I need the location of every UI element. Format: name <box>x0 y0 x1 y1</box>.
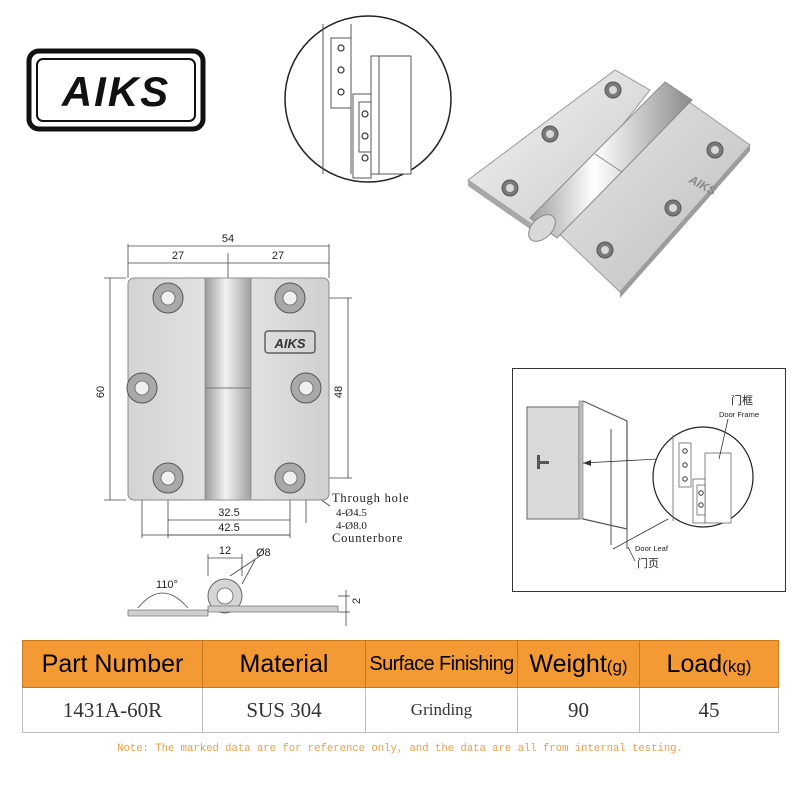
cell-weight: 90 <box>517 687 640 733</box>
header-load-unit: (kg) <box>722 656 752 676</box>
cell-surface-finishing: Grinding <box>365 687 518 733</box>
footer-note: Note: The marked data are for reference … <box>117 743 683 755</box>
label-door-leaf-cn: 门页 <box>637 556 659 570</box>
side-view-drawing: 110° 12 Ø8 2 <box>110 545 370 636</box>
dim-hole-span-1: 32.5 <box>218 507 239 519</box>
header-load-label: Load <box>666 649 723 678</box>
front-view-drawing: AIKS 54 27 27 60 48 32.5 42.5 Through ho… <box>90 228 440 558</box>
detail-circle-top <box>283 14 453 184</box>
table-row: 1431A-60R SUS 304 Grinding 90 45 <box>22 687 779 733</box>
header-weight-unit: (g) <box>606 656 628 676</box>
header-weight-label: Weight <box>529 649 607 678</box>
hole-note-line3: 4-Ø8.0 <box>336 520 367 532</box>
dim-half-right: 27 <box>272 250 284 262</box>
hinge-product-render: AIKS <box>460 60 760 300</box>
brand-logo: AIKS <box>26 48 206 132</box>
label-door-frame-cn: 门框 <box>731 393 753 407</box>
side-pin-diameter: Ø8 <box>256 547 271 559</box>
dim-hole-spacing: 48 <box>333 386 345 398</box>
spec-table: Part Number Material Surface Finishing W… <box>22 640 779 733</box>
logo-text: AIKS <box>61 68 170 115</box>
label-door-leaf-en: Door Leaf <box>635 544 669 553</box>
hole-note-line1: Through hole <box>332 491 409 505</box>
hole-note-line2: 4-Ø4.5 <box>336 507 367 519</box>
label-door-frame-en: Door Frame <box>719 410 759 419</box>
hole-note-line4: Counterbore <box>332 531 403 545</box>
dim-overall-width: 54 <box>222 233 234 245</box>
dim-half-left: 27 <box>172 250 184 262</box>
plate-logo-text: AIKS <box>273 336 305 351</box>
dim-height: 60 <box>95 386 107 398</box>
installation-diagram: 门框 Door Frame Door Leaf 门页 <box>512 368 786 592</box>
side-knuckle-width: 12 <box>219 546 231 557</box>
header-material: Material <box>202 640 366 688</box>
side-thickness: 2 <box>351 598 363 604</box>
header-load: Load(kg) <box>639 640 779 688</box>
cell-part-number: 1431A-60R <box>22 687 203 733</box>
cell-material: SUS 304 <box>202 687 366 733</box>
cell-load: 45 <box>639 687 779 733</box>
side-angle: 110° <box>156 579 178 591</box>
header-weight: Weight(g) <box>517 640 640 688</box>
header-surface-finishing: Surface Finishing <box>365 640 518 688</box>
dim-hole-span-2: 42.5 <box>218 522 239 534</box>
spec-table-header-row: Part Number Material Surface Finishing W… <box>22 640 779 688</box>
header-part-number: Part Number <box>22 640 203 688</box>
